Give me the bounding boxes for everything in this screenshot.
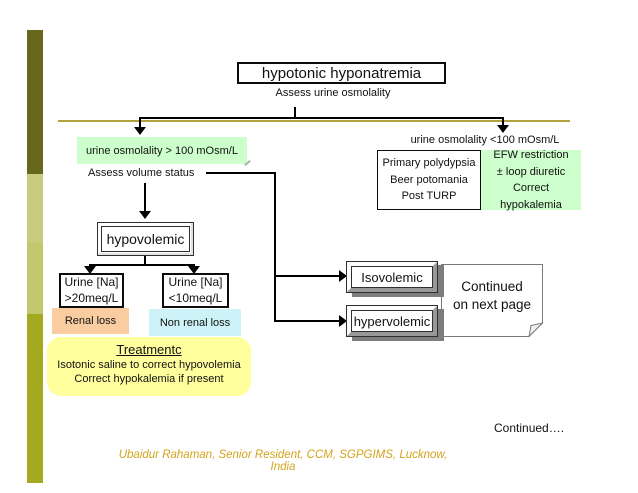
connector-left-drop	[139, 117, 141, 128]
hypovolemic-box: hypovolemic	[97, 222, 194, 256]
treatment-line1: Isotonic saline to correct hypovolemia	[57, 359, 241, 371]
arrow-head-down-urine-low-icon	[188, 266, 200, 274]
hypovolemic-label: hypovolemic	[101, 226, 190, 252]
condition-urine-osm-high: urine osmolality > 100 mOsm/L	[77, 137, 247, 164]
connector-hypovolemic-stem	[144, 256, 146, 266]
urine-na-low-line2: <10meq/L	[168, 290, 223, 305]
connector-assess-vertical	[274, 172, 276, 322]
condition-urine-osm-high-label: urine osmolality > 100 mOsm/L	[86, 144, 238, 157]
urine-na-high-box: Urine [Na] >20meq/L	[59, 273, 124, 308]
sidebar-bar-bottom	[27, 314, 43, 483]
isovolemic-box: Isovolemic	[346, 261, 438, 293]
treatment-title: Treatmentc	[116, 342, 182, 357]
arrow-head-down-urine-high-icon	[84, 266, 96, 274]
continued-line1: Continued	[461, 279, 523, 294]
efw-treatment-box: EFW restriction ± loop diuretic Correct …	[481, 149, 581, 211]
continued-next-page-shape: Continued on next page	[441, 264, 545, 338]
page-title-label: hypotonic hyponatremia	[261, 64, 422, 82]
renal-loss-box: Renal loss	[52, 308, 129, 334]
non-renal-loss-box: Non renal loss	[149, 309, 241, 336]
author-footer: Ubaidur Rahaman, Senior Resident, CCM, S…	[118, 449, 448, 473]
cause-primary-polydypsia: Primary polydypsia	[382, 157, 476, 170]
connector-hypervolemic-branch	[274, 320, 341, 322]
connector-hypovolemic-split	[89, 264, 195, 266]
assess-urine-osmolality-label: Assess urine osmolality	[275, 87, 391, 99]
condition-urine-osm-low-label: urine osmolality <100 mOsm/L	[410, 134, 560, 146]
arrow-head-down-left-icon	[134, 127, 146, 135]
cause-post-turp: Post TURP	[401, 190, 457, 203]
causes-box: Primary polydypsia Beer potomania Post T…	[377, 150, 481, 210]
arrow-head-right-hypervolemic-icon	[339, 315, 347, 327]
correct-hypokalemia-label: Correct hypokalemia	[500, 182, 562, 211]
renal-loss-label: Renal loss	[64, 315, 117, 327]
sidebar-bar-light	[27, 174, 43, 242]
assess-volume-status-label: Assess volume status	[88, 167, 195, 179]
continued-note: Continued….	[494, 421, 565, 435]
urine-na-low-box: Urine [Na] <10meq/L	[162, 273, 229, 308]
connector-assess-horizontal	[206, 172, 276, 174]
hypervolemic-box: hypervolemic	[346, 305, 438, 337]
continued-next-page-text: Continued on next page	[441, 278, 543, 313]
urine-na-high-line2: >20meq/L	[64, 290, 119, 305]
sidebar-bar-dark	[27, 30, 43, 174]
hypervolemic-bevel: hypervolemic	[347, 306, 437, 336]
connector-isovolemic-branch	[274, 275, 341, 277]
sidebar-bar-mid	[27, 242, 43, 314]
urine-na-high-line1: Urine [Na]	[64, 274, 119, 289]
efw-restriction-label: EFW restriction	[493, 149, 569, 161]
hypervolemic-label: hypervolemic	[351, 310, 433, 332]
isovolemic-bevel: Isovolemic	[347, 262, 437, 292]
page-curl-icon	[441, 264, 545, 338]
non-renal-loss-label: Non renal loss	[159, 316, 231, 329]
urine-na-low-line1: Urine [Na]	[168, 274, 223, 289]
connector-main-horizontal	[139, 117, 504, 119]
arrow-head-right-isovolemic-icon	[339, 270, 347, 282]
arrow-head-down-hypovolemic-icon	[139, 211, 151, 219]
horizontal-rule	[58, 120, 570, 122]
connector-to-hypovolemic	[144, 183, 146, 212]
page-title: hypotonic hyponatremia	[237, 62, 446, 84]
treatment-box: Treatmentc Isotonic saline to correct hy…	[47, 337, 251, 396]
cause-beer-potomania: Beer potomania	[390, 173, 468, 186]
arrow-head-down-right-icon	[497, 125, 509, 133]
isovolemic-label: Isovolemic	[351, 266, 433, 288]
treatment-line2: Correct hypokalemia if present	[74, 373, 224, 386]
connector-right-drop	[502, 117, 504, 126]
loop-diuretic-label: ± loop diuretic	[496, 165, 566, 178]
connector-trunk-tick	[294, 107, 296, 118]
continued-line2: on next page	[452, 296, 532, 312]
